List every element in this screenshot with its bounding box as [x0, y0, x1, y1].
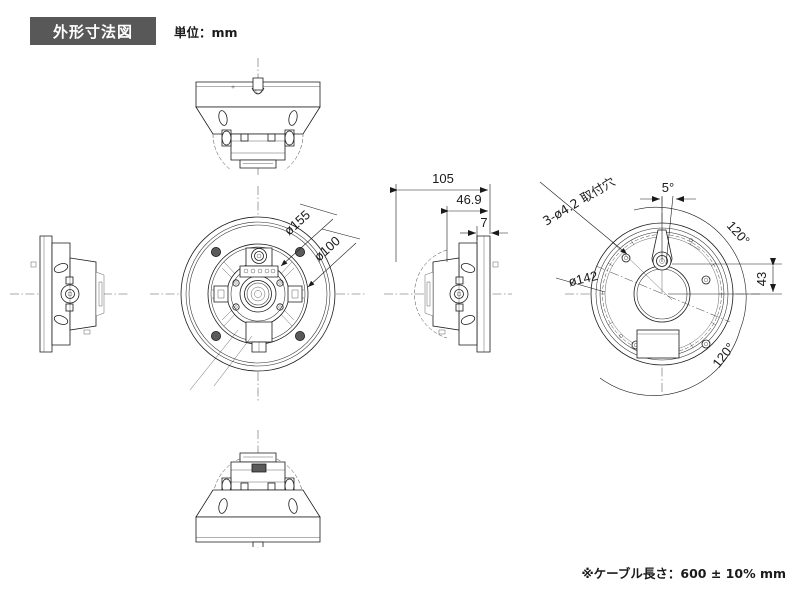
rear-diameter-leader [555, 277, 606, 293]
front-view: ø155 ø100 [150, 186, 366, 402]
dim-7-group: 7 [460, 215, 508, 240]
front-rim-screws [210, 246, 305, 341]
dim-rear-angle-lower: 120° [709, 340, 737, 370]
dim-rear-bolt-circle: ø142 [567, 268, 599, 289]
rear-hole-leader [539, 181, 673, 301]
dim-105-group: 105 [390, 171, 491, 262]
front-top-module [239, 247, 279, 278]
dim-side-overall-depth: 105 [432, 171, 454, 186]
rear-mounting-view: 3-ø4.2 取付穴 ø142 5° 120° 120° [539, 173, 782, 396]
left-side-view [10, 235, 128, 353]
cable-length-note: ※ケーブル長さ：600 ± 10% mm [581, 566, 787, 581]
front-hub-screws [232, 279, 284, 311]
page-title-box: 外形寸法図 [30, 17, 156, 45]
dim-side-body-depth: 46.9 [456, 192, 481, 207]
dim-side-plate-thickness: 7 [480, 215, 487, 230]
page-title: 外形寸法図 [52, 22, 133, 41]
right-side-view: 105 46.9 7 [384, 171, 512, 353]
dim-469-group: 46.9 [441, 192, 488, 262]
bottom-view [195, 430, 321, 548]
dim-rear-mounting-holes: 3-ø4.2 取付穴 [540, 173, 618, 228]
rear-angle-arcs [599, 206, 747, 396]
top-view [195, 58, 321, 175]
dim-rear-angle-offset: 5° [662, 180, 674, 195]
dim-rear-offset-vertical: 43 [754, 272, 769, 286]
dim-43-group: 43 [668, 258, 782, 295]
dim-5deg-group: 5° [640, 180, 696, 265]
unit-label: 単位：mm [174, 25, 238, 40]
front-dimension-leaders [189, 203, 361, 391]
